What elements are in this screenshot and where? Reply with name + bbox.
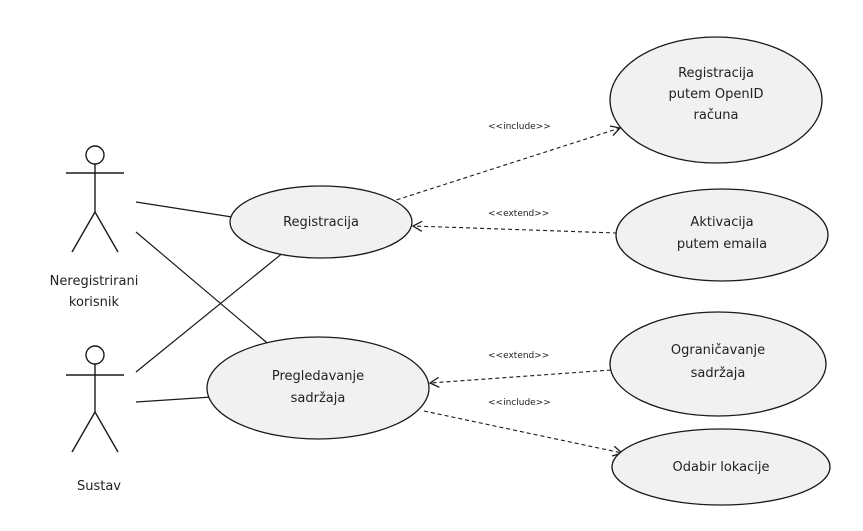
use-case-label-line-1: Registracija	[283, 215, 359, 230]
stick-figure-icon	[66, 145, 124, 253]
use-case-label-line-1: Aktivacija	[690, 215, 753, 230]
actor-label-line-1: Sustav	[77, 479, 121, 494]
extend-ogranicavanje-pregledavanje	[428, 369, 612, 388]
association-sustav-pregledavanje	[135, 396, 213, 403]
association-neregistrirani-pregledavanje	[135, 231, 273, 348]
association-sustav-registracija	[135, 251, 285, 373]
include-pregledavanje-odabir	[423, 410, 624, 457]
actor-neregistrirani-korisnik: Neregistrirani korisnik	[50, 145, 139, 310]
use-case-pregledavanje: Pregledavanje sadržaja	[206, 336, 430, 440]
use-case-label-line-1: Registracija	[678, 66, 754, 81]
extend-label-1: <<extend>>	[488, 209, 549, 219]
use-case-ogranicavanje: Ograničavanje sadržaja	[609, 311, 827, 417]
use-case-label-line-2: sadržaja	[291, 391, 346, 406]
actor-sustav: Sustav	[66, 345, 124, 494]
stick-figure-icon	[66, 345, 124, 453]
extend-label-2: <<extend>>	[488, 351, 549, 361]
include-label-2: <<include>>	[488, 398, 551, 408]
use-case-registracija-openid: Registracija putem OpenID računa	[609, 36, 823, 164]
use-case-registracija: Registracija	[229, 185, 413, 259]
include-label-1: <<include>>	[488, 122, 551, 132]
use-case-label-line-2: putem emaila	[677, 237, 767, 252]
association-neregistrirani-registracija	[135, 201, 233, 218]
extend-aktivacija-registracija	[411, 220, 618, 234]
use-case-label-line-2: putem OpenID	[669, 87, 764, 102]
use-case-odabir-lokacije: Odabir lokacije	[611, 428, 831, 506]
use-case-label-line-1: Odabir lokacije	[673, 460, 770, 475]
use-case-label-line-3: računa	[694, 108, 739, 123]
use-case-label-line-2: sadržaja	[691, 366, 746, 381]
include-registracija-openid	[389, 125, 622, 203]
actor-label-line-1: Neregistrirani	[50, 274, 139, 289]
use-case-label-line-1: Pregledavanje	[272, 369, 364, 384]
use-case-aktivacija: Aktivacija putem emaila	[615, 188, 829, 282]
use-case-label-line-1: Ograničavanje	[671, 343, 765, 358]
actor-label-line-2: korisnik	[69, 295, 120, 310]
